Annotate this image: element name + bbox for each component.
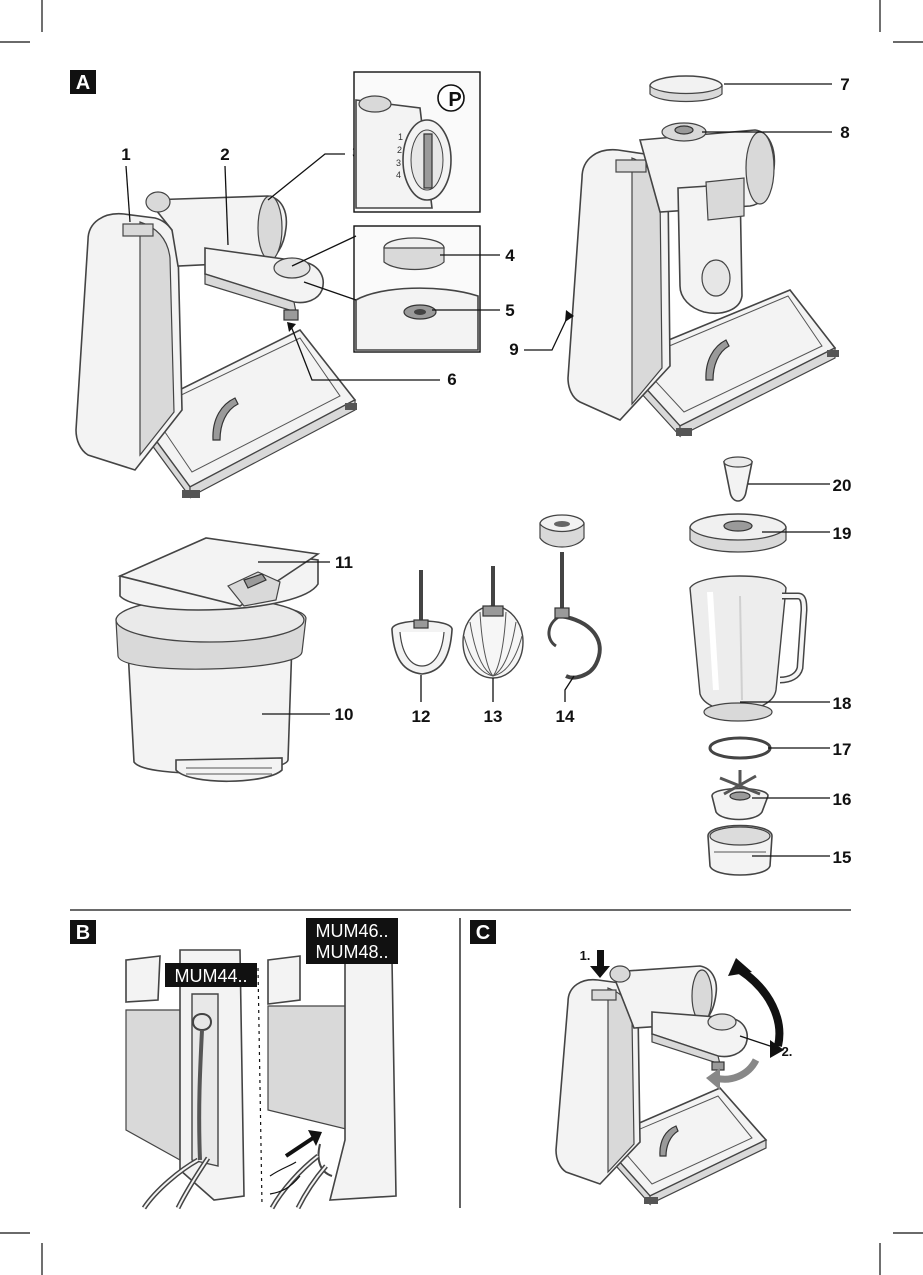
model-label-mum44: MUM44.. [174, 966, 247, 986]
arm-release-illustration: 1. 2. [555, 948, 793, 1206]
section-a-badge: A [70, 70, 96, 94]
cable-storage-mum46-mum48: MUM46.. MUM48.. [267, 918, 398, 1210]
callout-4: 4 [505, 246, 515, 265]
model-label-mum46: MUM46.. [315, 921, 388, 941]
callout-7: 7 [840, 75, 849, 94]
callout-9: 9 [509, 340, 518, 359]
callout-12: 12 [412, 707, 431, 726]
section-b-letter: B [76, 922, 90, 944]
mixing-bowl-with-lid [115, 537, 321, 783]
flat-beater [391, 570, 453, 675]
callout-8: 8 [840, 123, 849, 142]
callout-group-bowl: 11 10 [258, 553, 353, 724]
step-1-label: 1. [580, 948, 591, 963]
callout-2: 2 [220, 145, 229, 164]
callout-19: 19 [833, 524, 852, 543]
section-a-letter: A [76, 72, 90, 94]
callout-group-detail: 4 5 [432, 246, 515, 320]
cover-cap [649, 75, 723, 103]
callout-group-tools: 12 13 14 [412, 675, 575, 726]
section-dividers [70, 909, 851, 1208]
blender-jar [689, 575, 808, 722]
cutaway-line [257, 967, 263, 1206]
callout-15: 15 [833, 848, 852, 867]
callout-10: 10 [335, 705, 354, 724]
cable-storage-mum44: MUM44.. [125, 949, 257, 1210]
callout-20: 20 [833, 476, 852, 495]
base-unit-arm-lowered [567, 122, 839, 438]
callout-16: 16 [833, 790, 852, 809]
callout-6: 6 [447, 370, 456, 389]
detail-box-speed-dial: P 1 2 3 4 [353, 71, 481, 213]
blender-base-ring [707, 824, 773, 876]
program-symbol: P [448, 89, 461, 111]
callout-5: 5 [505, 301, 514, 320]
callout-13: 13 [484, 707, 503, 726]
model-label-mum48: MUM48.. [315, 942, 388, 962]
callout-17: 17 [833, 740, 852, 759]
dial-setting-3: 3 [396, 158, 401, 168]
blender-seal-ring [708, 736, 772, 760]
callout-group-right-machine: 7 8 9 [509, 75, 849, 359]
callout-11: 11 [335, 553, 353, 572]
section-c-letter: C [476, 922, 490, 944]
callout-group-blender: 20 19 18 17 16 15 [740, 476, 851, 867]
callout-18: 18 [833, 694, 852, 713]
section-c-badge: C [470, 920, 496, 944]
step-2-label: 2. [782, 1044, 793, 1059]
blender-blade-insert [711, 770, 769, 821]
dial-setting-2: 2 [397, 145, 402, 155]
callout-14: 14 [556, 707, 575, 726]
base-unit-arm-extended [75, 191, 357, 499]
blender-measuring-cup [723, 456, 753, 502]
dial-setting-4: 4 [396, 170, 401, 180]
detail-box-drive-cover [291, 225, 481, 353]
section-b-badge: B [70, 920, 96, 944]
dough-hook [539, 514, 602, 680]
callout-1: 1 [121, 145, 130, 164]
blender-lid [689, 513, 787, 553]
dial-setting-1: 1 [398, 132, 403, 142]
balloon-whisk [462, 566, 524, 679]
